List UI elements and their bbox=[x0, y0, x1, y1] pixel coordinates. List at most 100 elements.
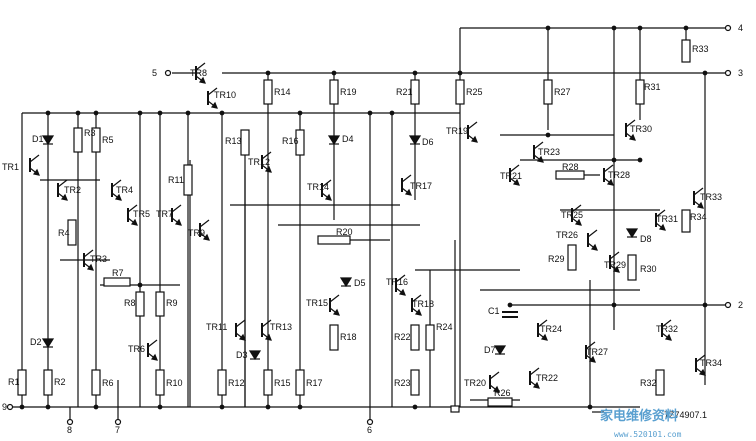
label-d3: D3 bbox=[236, 350, 248, 360]
resistor-r12 bbox=[217, 369, 227, 396]
resistor-r14 bbox=[263, 79, 273, 105]
pin-9[interactable] bbox=[6, 403, 14, 411]
label-r24: R24 bbox=[436, 322, 453, 332]
pin-7[interactable] bbox=[114, 418, 122, 426]
label-tr34: TR34 bbox=[700, 358, 722, 368]
pin-label-9: 9 bbox=[2, 402, 7, 412]
label-r18: R18 bbox=[340, 332, 357, 342]
diode-d1 bbox=[41, 135, 55, 146]
label-r15: R15 bbox=[274, 378, 291, 388]
resistor-r7 bbox=[103, 277, 131, 287]
label-d1: D1 bbox=[32, 134, 44, 144]
junction-dot bbox=[367, 110, 373, 116]
junction-dot bbox=[157, 404, 163, 410]
junction-dot bbox=[611, 302, 617, 308]
resistor-r13 bbox=[240, 129, 250, 156]
label-r33: R33 bbox=[692, 44, 709, 54]
transistor-tr7-collector bbox=[171, 204, 182, 213]
resistor-r18 bbox=[329, 324, 339, 351]
label-r14: R14 bbox=[274, 87, 291, 97]
transistor-tr25-arrow bbox=[574, 218, 582, 226]
diode-d5 bbox=[339, 277, 353, 288]
transistor-tr33-arrow bbox=[696, 201, 704, 209]
figure-code: 7Z74907.1 bbox=[664, 410, 707, 420]
label-tr31: TR31 bbox=[656, 214, 678, 224]
junction-dot bbox=[219, 404, 225, 410]
label-tr21: TR21 bbox=[500, 171, 522, 181]
pin-2[interactable] bbox=[724, 301, 732, 309]
transistor-tr26-collector bbox=[587, 229, 598, 238]
label-r16: R16 bbox=[282, 136, 299, 146]
label-d8: D8 bbox=[640, 234, 652, 244]
transistor-tr27-arrow bbox=[588, 355, 596, 363]
resistor-r28 bbox=[555, 170, 585, 180]
junction-dot bbox=[611, 157, 617, 163]
transistor-tr29-arrow bbox=[612, 265, 620, 273]
transistor-tr10-arrow bbox=[210, 101, 218, 109]
resistor-r9 bbox=[155, 291, 165, 317]
junction-dot bbox=[93, 110, 99, 116]
transistor-tr29-collector bbox=[609, 251, 620, 260]
label-r32: R32 bbox=[640, 378, 657, 388]
label-d4: D4 bbox=[342, 134, 354, 144]
junction-dot bbox=[93, 404, 99, 410]
transistor-tr31-collector bbox=[655, 209, 666, 218]
junction-dot bbox=[331, 70, 337, 76]
transistor-tr22-arrow bbox=[532, 381, 540, 389]
transistor-tr14-collector bbox=[321, 179, 332, 188]
transistor-tr10-collector bbox=[207, 87, 218, 96]
transistor-tr2-arrow bbox=[60, 193, 68, 201]
resistor-r5 bbox=[91, 127, 101, 153]
pin-3[interactable] bbox=[724, 69, 732, 77]
transistor-tr23-collector bbox=[533, 141, 544, 150]
label-r9: R9 bbox=[166, 298, 178, 308]
label-tr19: TR19 bbox=[446, 126, 468, 136]
transistor-tr34-collector bbox=[695, 354, 706, 363]
resistor-r30 bbox=[627, 254, 637, 281]
junction-dot bbox=[457, 70, 463, 76]
junction-dot bbox=[545, 25, 551, 31]
transistor-tr15-arrow bbox=[332, 308, 340, 316]
diode-d7 bbox=[493, 345, 507, 356]
pin-8[interactable] bbox=[66, 418, 74, 426]
transistor-tr24-collector bbox=[537, 319, 548, 328]
label-r21: R21 bbox=[396, 87, 413, 97]
transistor-tr6-arrow bbox=[150, 353, 158, 361]
label-r17: R17 bbox=[306, 378, 323, 388]
pin-4[interactable] bbox=[724, 24, 732, 32]
transistor-tr15-collector bbox=[329, 294, 340, 303]
junction-dot bbox=[157, 110, 163, 116]
pin-label-5: 5 bbox=[152, 68, 157, 78]
transistor-tr28-arrow bbox=[606, 178, 614, 186]
junction-dot bbox=[637, 25, 643, 31]
label-r8: R8 bbox=[124, 298, 136, 308]
transistor-tr34-arrow bbox=[698, 368, 706, 376]
label-tr8: TR8 bbox=[190, 68, 207, 78]
transistor-tr26-arrow bbox=[590, 243, 598, 251]
pin-6[interactable] bbox=[366, 418, 374, 426]
label-tr16: TR16 bbox=[386, 277, 408, 287]
resistor-r32 bbox=[655, 369, 665, 396]
transistor-tr33-collector bbox=[693, 187, 704, 196]
label-r23: R23 bbox=[394, 378, 411, 388]
pin-label-8: 8 bbox=[67, 425, 72, 435]
transistor-tr19-arrow bbox=[470, 135, 478, 143]
label-r25: R25 bbox=[466, 87, 483, 97]
transistor-tr3-arrow bbox=[86, 263, 94, 271]
label-tr10: TR10 bbox=[214, 90, 236, 100]
label-tr11: TR11 bbox=[206, 322, 227, 332]
transistor-tr2-collector bbox=[57, 179, 68, 188]
transistor-tr16-arrow bbox=[398, 288, 406, 296]
junction-dot bbox=[19, 404, 25, 410]
resistor-r19 bbox=[329, 79, 339, 105]
watermark-title: 家电维修资料 bbox=[600, 408, 678, 424]
label-r27: R27 bbox=[554, 87, 571, 97]
junction-dot bbox=[637, 157, 643, 163]
transistor-tr19-collector bbox=[467, 121, 478, 130]
label-d5: D5 bbox=[354, 278, 366, 288]
transistor-tr7-arrow bbox=[174, 218, 182, 226]
transistor-tr5-collector bbox=[127, 204, 138, 213]
pin-5[interactable] bbox=[164, 69, 172, 77]
label-r31: R31 bbox=[644, 82, 661, 92]
